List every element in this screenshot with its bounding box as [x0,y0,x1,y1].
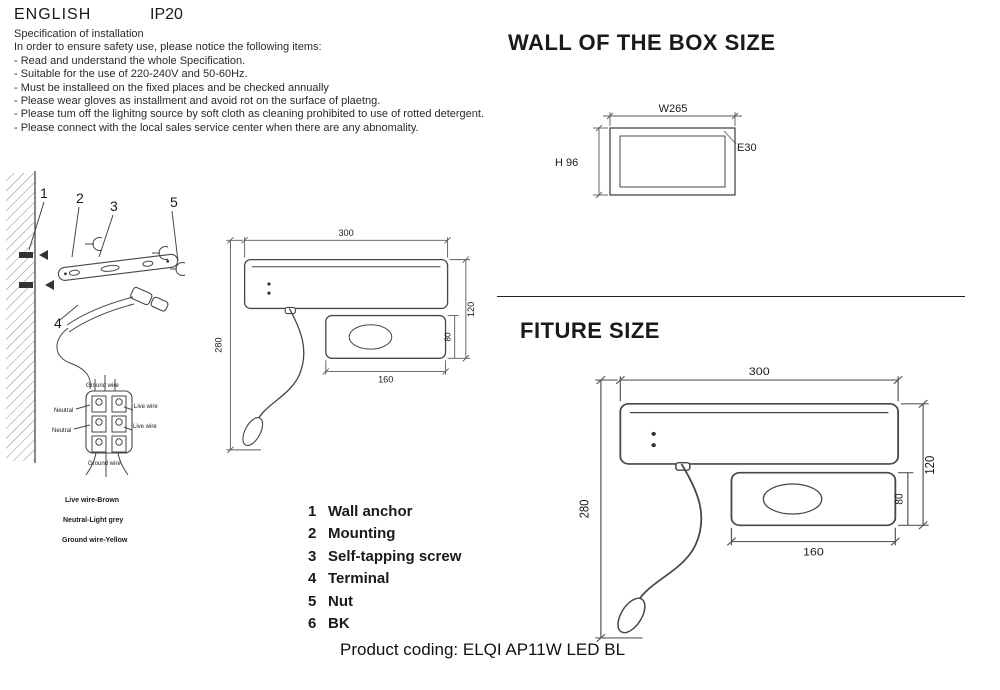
installation-diagram: 1 2 3 5 4 [6,171,186,544]
dim-80: 80 [893,493,906,504]
part-number: 4 [308,570,317,588]
callout-4: 4 [54,315,62,331]
wire-color-live: Live wire-Brown [65,497,119,504]
button-dot [651,431,656,436]
wall-box-diagram: W265 H 96 E30 [555,103,757,199]
terminal-label-live-2: Live wire [133,424,157,430]
box-inner-rect [619,135,726,188]
part-label: Terminal [328,570,390,588]
spec-item: - Please wear gloves as installment and … [14,95,381,108]
dim-160: 160 [378,375,393,385]
wall-hatch [6,173,35,461]
gooseneck [256,308,305,422]
spec-item: - Please connect with the local sales se… [14,121,419,134]
wire-color-legend: Live wire-Brown Neutral-Light grey Groun… [62,497,128,544]
mounting-bracket [57,253,179,281]
part-label: Wall anchor [328,503,413,520]
terminal-label-live-1: Live wire [134,404,158,410]
parts-list: 1 Wall anchor 2 Mounting 3 Self-tapping … [308,503,461,637]
callout-5: 5 [170,194,178,210]
wall-box-size-title: WALL OF THE BOX SIZE [508,30,776,55]
switch-oval [348,324,393,350]
part-number: 6 [308,614,317,632]
switch-box [730,471,897,527]
callout-1: 1 [40,185,48,201]
dim-300: 300 [749,365,770,378]
terminal-labels: Ground wire Neutral Live wire Neutral Li… [52,383,158,467]
fixture-body [617,403,900,634]
wall-box-dimensions: W265 H 96 E30 [555,103,757,199]
language-label: ENGLISH [14,6,92,23]
part-label: Self-tapping screw [328,547,462,565]
wall-box-outline [609,127,736,196]
terminal-block [85,375,133,477]
part-label: BK [328,614,350,632]
dim-120: 120 [923,455,938,474]
specification-title: Specification of installation [14,28,144,40]
button-dot [651,443,656,448]
parts-list-item: 6 BK [308,615,461,637]
self-tapping-screws [85,237,186,276]
gooseneck [636,463,703,604]
wire-color-neutral: Neutral-Light grey [63,517,123,524]
lamp-head [242,417,264,447]
terminal-label-ground-bottom: Ground wire [88,461,121,467]
ip-rating-label: IP20 [150,6,183,23]
button-dot [267,282,271,286]
fixture-size-title: FITURE SIZE [520,318,660,343]
spec-item: - Please tum off the lighitng source by … [14,108,485,121]
dim-80: 80 [444,332,453,342]
dim-120: 120 [466,302,476,317]
dim-300: 300 [338,228,353,238]
terminal-label-neutral-2: Neutral [52,428,71,434]
dim-height-label: H 96 [555,157,578,169]
button-dot [267,291,271,295]
fixture-body [242,258,449,447]
callout-3: 3 [110,198,118,214]
wire-loop [56,327,91,390]
part-number: 1 [308,503,317,520]
spec-item: - Read and understand the whole Specific… [14,54,246,67]
dim-160: 160 [803,545,824,558]
dim-width-label: W265 [659,103,688,115]
wall-anchor-screws [19,250,54,290]
part-label: Nut [328,592,353,610]
fixture-diagram-large: 300 280 120 80 160 [577,365,938,643]
box-outer-rect [609,127,736,196]
dim-280: 280 [577,499,592,518]
part-number: 2 [308,525,317,543]
section-divider [497,296,965,297]
fixture-dimensions: 300 280 120 80 160 [577,365,938,643]
dim-280: 280 [213,337,223,352]
fixture-diagram-small: 300 280 120 80 160 [213,228,476,454]
power-connector [56,286,169,390]
parts-list-item: 2 Mounting [308,525,461,547]
wire [68,303,135,333]
parts-list-item: 3 Self-tapping screw [308,548,461,570]
part-number: 3 [308,547,317,565]
wire-color-ground: Ground wire-Yellow [62,537,128,544]
wall-section [6,171,36,463]
part-number: 5 [308,592,317,610]
switch-box [325,314,447,359]
wire [66,296,134,326]
specification-intro: In order to ensure safety use, please no… [14,41,322,54]
lamp-head [617,597,646,634]
terminal-label-ground-top: Ground wire [86,383,119,389]
parts-list-item: 1 Wall anchor [308,503,461,525]
switch-oval [762,483,823,515]
parts-list-item: 5 Nut [308,593,461,615]
parts-list-item: 4 Terminal [308,570,461,592]
spec-item: - Suitable for the use of 220-240V and 5… [14,68,248,81]
dim-edge-label: E30 [737,142,757,154]
specification-block: Specification of installation In order t… [14,28,519,135]
callout-2: 2 [76,190,84,206]
part-label: Mounting [328,525,396,543]
product-coding: Product coding: ELQI AP11W LED BL [340,640,626,659]
fixture-dimensions: 300 280 120 80 160 [213,228,476,454]
terminal-label-neutral-1: Neutral [54,408,73,414]
spec-item: - Must be installeed on the fixed places… [14,81,329,94]
